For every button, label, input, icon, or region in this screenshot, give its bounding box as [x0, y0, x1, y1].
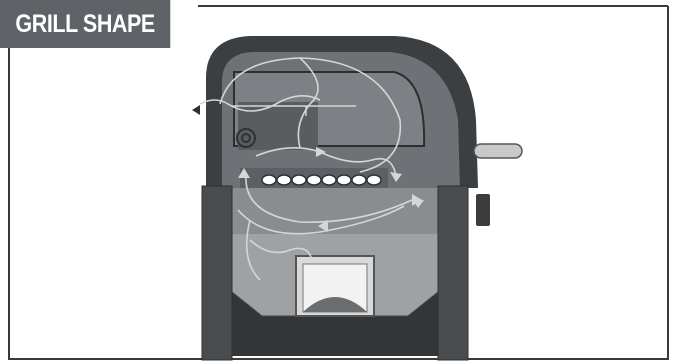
left-arrow-icon	[192, 105, 200, 115]
title-tab: GRILL SHAPE	[0, 0, 170, 48]
figure-title: GRILL SHAPE	[15, 10, 154, 39]
side-knob	[476, 194, 490, 226]
left-leg	[202, 186, 232, 360]
right-leg	[438, 186, 468, 360]
handle-icon	[474, 144, 522, 158]
ash-drawer	[296, 256, 374, 316]
